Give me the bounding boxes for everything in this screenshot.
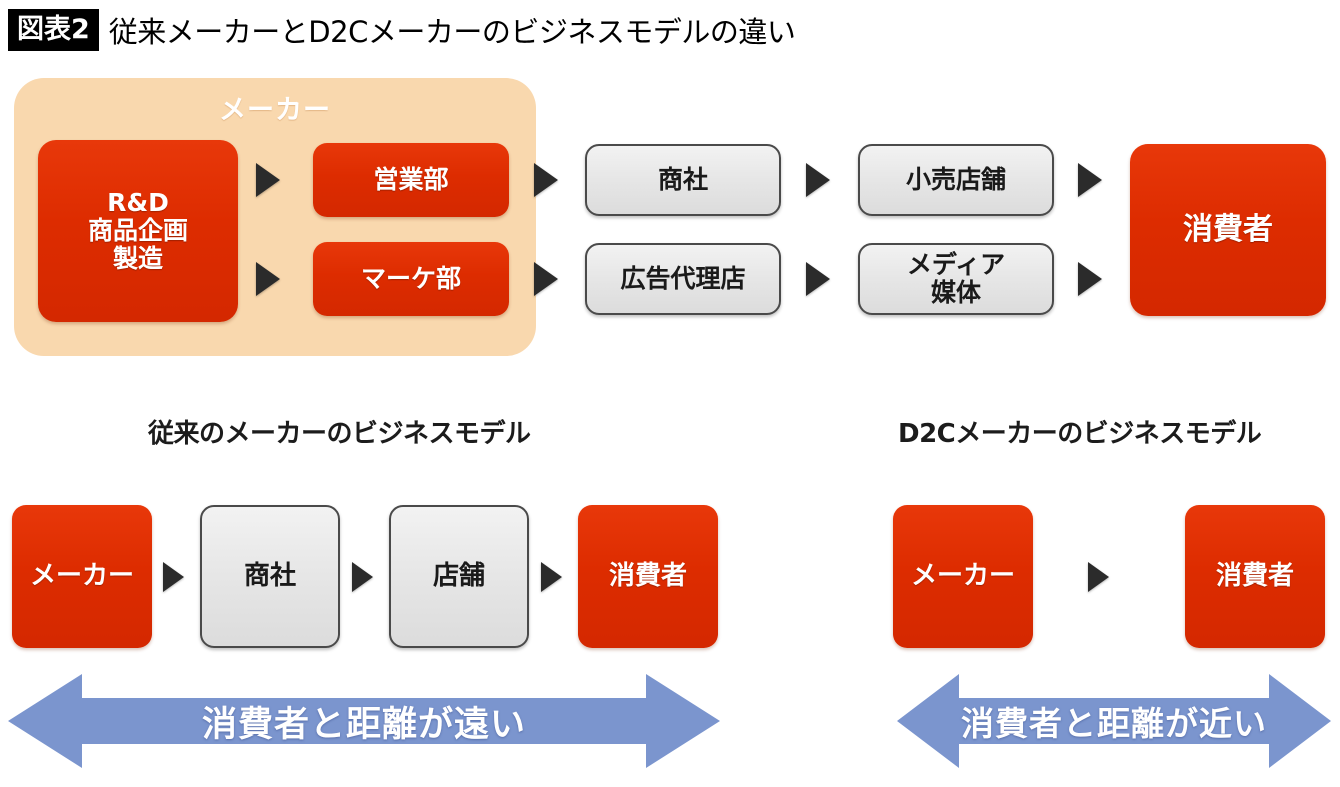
double-headed-arrow-icon: [8, 674, 720, 768]
figure-title-text: 従来メーカーとD2Cメーカーのビジネスモデルの違い: [108, 15, 796, 49]
double-headed-arrow-icon: [897, 674, 1331, 768]
triangle-right-icon: [806, 163, 830, 197]
triangle-right-icon: [1088, 562, 1109, 592]
intermediary-box-trading-company: 商社: [585, 144, 781, 216]
dept-box-sales: 営業部: [313, 143, 509, 217]
triangle-right-icon: [256, 163, 280, 197]
chain-left-box-store: 店舗: [389, 505, 529, 648]
dept-box-marketing: マーケ部: [313, 242, 509, 316]
chain-left-box-maker: メーカー: [12, 505, 152, 648]
chain-right-box-consumer: 消費者: [1185, 505, 1325, 648]
triangle-right-icon: [352, 562, 373, 592]
intermediary-box-ad-agency: 広告代理店: [585, 243, 781, 315]
chain-right-box-maker: メーカー: [893, 505, 1033, 648]
triangle-right-icon: [1078, 163, 1102, 197]
triangle-right-icon: [1078, 262, 1102, 296]
consumer-box-top: 消費者: [1130, 144, 1326, 316]
bottom-right-heading: D2Cメーカーのビジネスモデル: [898, 419, 1262, 449]
triangle-right-icon: [163, 562, 184, 592]
chain-left-box-consumer: 消費者: [578, 505, 718, 648]
channel-box-retail-store: 小売店舗: [858, 144, 1054, 216]
triangle-right-icon: [534, 163, 558, 197]
triangle-right-icon: [534, 262, 558, 296]
triangle-right-icon: [256, 262, 280, 296]
figure-number-badge: 図表2: [8, 9, 99, 51]
chain-left-box-trading-company: 商社: [200, 505, 340, 648]
distance-arrow-near: 消費者と距離が近い: [897, 672, 1331, 770]
channel-box-media: メディア 媒体: [858, 243, 1054, 315]
triangle-right-icon: [806, 262, 830, 296]
maker-group-label: メーカー: [219, 95, 331, 126]
rnd-box: R&D 商品企画 製造: [38, 140, 238, 322]
distance-arrow-far: 消費者と距離が遠い: [8, 672, 720, 770]
page-title: 図表2 従来メーカーとD2Cメーカーのビジネスモデルの違い: [8, 8, 796, 52]
bottom-left-heading: 従来のメーカーのビジネスモデル: [148, 419, 531, 449]
triangle-right-icon: [541, 562, 562, 592]
